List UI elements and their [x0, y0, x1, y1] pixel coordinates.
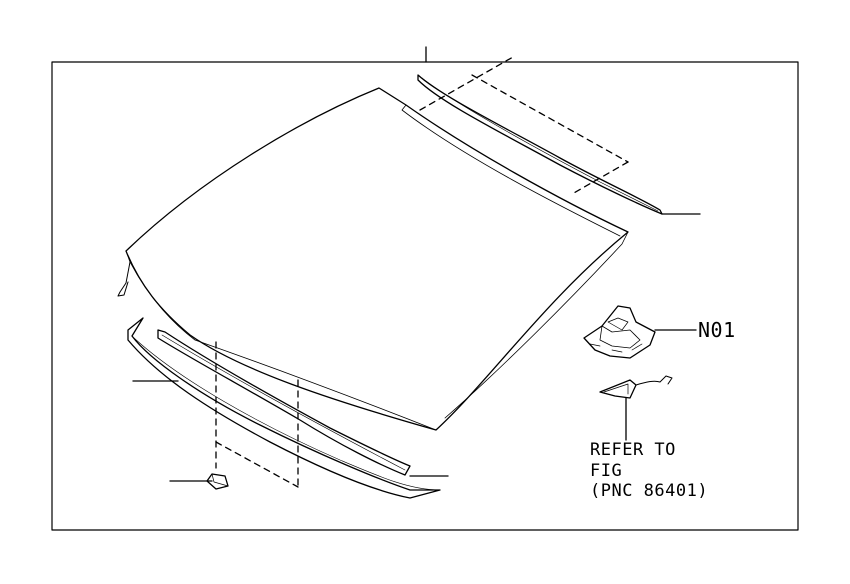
windshield-glass-icon — [117, 87, 629, 431]
part-callout-n01: N01 — [698, 318, 736, 342]
lower-molding-icon — [127, 317, 441, 499]
reference-line-3: (PNC 86401) — [590, 481, 709, 501]
reference-line-1: REFER TO — [590, 440, 676, 460]
clip-leaders — [215, 341, 299, 488]
mirror-bracket-icon — [583, 305, 697, 359]
sensor-cover-icon — [599, 375, 673, 441]
molding-clip-icon — [206, 473, 229, 490]
lower-seal-icon — [157, 329, 449, 477]
upper-molding-leaders — [419, 56, 629, 195]
reference-line-2: FIG — [590, 461, 623, 481]
diagram-frame — [51, 61, 799, 531]
upper-molding-icon — [417, 74, 701, 215]
